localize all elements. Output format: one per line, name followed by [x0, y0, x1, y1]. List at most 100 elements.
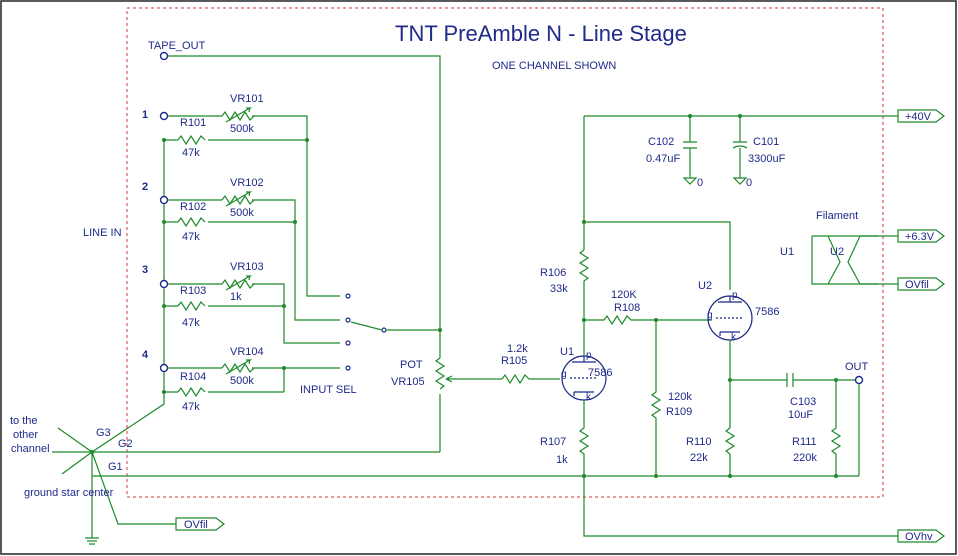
- r110-symbol: [724, 427, 736, 476]
- u1-type: 7586: [588, 367, 612, 379]
- c102-symbol: [683, 116, 697, 178]
- svg-text:OVfil: OVfil: [184, 519, 208, 531]
- rail-tag-ovfil-right: OVfil: [897, 277, 945, 291]
- r103-name: R103: [180, 285, 206, 297]
- tape-out-wire: [164, 55, 441, 330]
- filament-label: Filament: [816, 210, 858, 222]
- g3-label: G3: [96, 427, 111, 439]
- c101-value: 3300uF: [748, 153, 786, 165]
- r108-value: 120K: [611, 289, 637, 301]
- output-jack: [854, 375, 864, 385]
- input-2-label: 2: [142, 181, 148, 193]
- dashed-boundary: [126, 7, 884, 498]
- r101-value: 47k: [182, 147, 200, 159]
- c103-name: C103: [790, 396, 816, 408]
- r110-name: R110: [686, 436, 711, 448]
- g2-label: G2: [118, 438, 133, 450]
- ground-bus-g3: [91, 392, 165, 453]
- vr103-name: VR103: [230, 261, 264, 273]
- r102-name: R102: [180, 201, 206, 213]
- in1-wire: [164, 115, 340, 297]
- r107-symbol: [578, 400, 590, 476]
- u1-pin-k: k: [586, 392, 592, 403]
- filament-wiring: [811, 235, 898, 285]
- r106-symbol: [578, 249, 590, 356]
- u2-type: 7586: [755, 306, 779, 318]
- c103-symbol: [730, 373, 855, 387]
- r102-symbol: [177, 216, 206, 228]
- r106-name: R106: [540, 267, 566, 279]
- vr104-symbol: [221, 359, 255, 375]
- svg-text:OVhv: OVhv: [905, 531, 933, 543]
- in4-wire: [164, 367, 340, 393]
- r103-symbol: [177, 300, 206, 312]
- svg-text:+40V: +40V: [905, 111, 932, 123]
- gnd-zero-a: 0: [697, 177, 703, 189]
- u2-pin-p: p: [732, 290, 738, 301]
- r102-value: 47k: [182, 231, 200, 243]
- vr104-value: 500k: [230, 375, 254, 387]
- u2-pin-k: k: [731, 332, 737, 343]
- r111-value: 220k: [793, 452, 817, 464]
- filament-u1: U1: [780, 246, 794, 258]
- to-other-channel-1: to the: [10, 415, 38, 427]
- ground-star: [52, 427, 176, 545]
- r104-symbol: [177, 386, 206, 398]
- u1-pin-p: p: [586, 350, 592, 361]
- svg-text:+6.3V: +6.3V: [905, 231, 935, 243]
- tape-out-label: TAPE_OUT: [148, 40, 206, 52]
- in2-wire: [164, 199, 340, 321]
- rail-tag-plus40: +40V: [897, 109, 945, 123]
- page-title: TNT PreAmble N - Line Stage: [395, 21, 687, 46]
- r105-symbol: [501, 373, 560, 385]
- r105-value: 1.2k: [507, 343, 528, 355]
- vr101-symbol: [221, 107, 255, 123]
- u2-name: U2: [698, 280, 712, 292]
- u1-name: U1: [560, 346, 574, 358]
- in3-wire: [164, 283, 340, 344]
- ground-star-label: ground star center: [24, 487, 114, 499]
- filament-u2: U2: [830, 246, 844, 258]
- c101-name: C101: [753, 136, 779, 148]
- rail-tag-ovhv: OVhv: [897, 529, 945, 543]
- vr101-value: 500k: [230, 123, 254, 135]
- r105-name: R105: [501, 355, 527, 367]
- c101-symbol: [732, 116, 748, 178]
- gnd-zero-b: 0: [746, 177, 752, 189]
- r103-value: 47k: [182, 317, 200, 329]
- r111-symbol: [830, 380, 842, 476]
- r109-symbol: [650, 320, 662, 476]
- vr101-name: VR101: [230, 93, 264, 105]
- vr102-name: VR102: [230, 177, 264, 189]
- input-3-jack: [159, 279, 169, 289]
- vr103-value: 1k: [230, 291, 242, 303]
- to-other-channel-2: other: [13, 429, 38, 441]
- r109-name: R109: [666, 406, 692, 418]
- r101-symbol: [177, 134, 206, 146]
- r104-name: R104: [180, 371, 206, 383]
- vr102-value: 500k: [230, 207, 254, 219]
- c102-name: C102: [648, 136, 674, 148]
- input-selector-switch: [345, 293, 440, 371]
- out-label: OUT: [845, 361, 869, 373]
- r108-name: R108: [614, 302, 640, 314]
- r110-value: 22k: [690, 452, 708, 464]
- vr103-symbol: [221, 275, 255, 291]
- vr105-label: VR105: [391, 376, 425, 388]
- input-sel-label: INPUT SEL: [300, 384, 357, 396]
- r109-value: 120k: [668, 391, 692, 403]
- subtitle: ONE CHANNEL SHOWN: [492, 60, 616, 72]
- r111-name: R111: [792, 436, 817, 448]
- input-2-jack: [159, 195, 169, 205]
- c103-value: 10uF: [788, 409, 813, 421]
- r107-value: 1k: [556, 454, 568, 466]
- vr105-symbol: [434, 357, 446, 390]
- u2-pin-g: g: [707, 310, 713, 321]
- rail-tag-ovfil-bottom: OVfil: [175, 517, 225, 531]
- r107-name: R107: [540, 436, 566, 448]
- g1-label: G1: [108, 461, 123, 473]
- u1-pin-g: g: [561, 369, 567, 380]
- to-other-channel-3: channel: [11, 443, 50, 455]
